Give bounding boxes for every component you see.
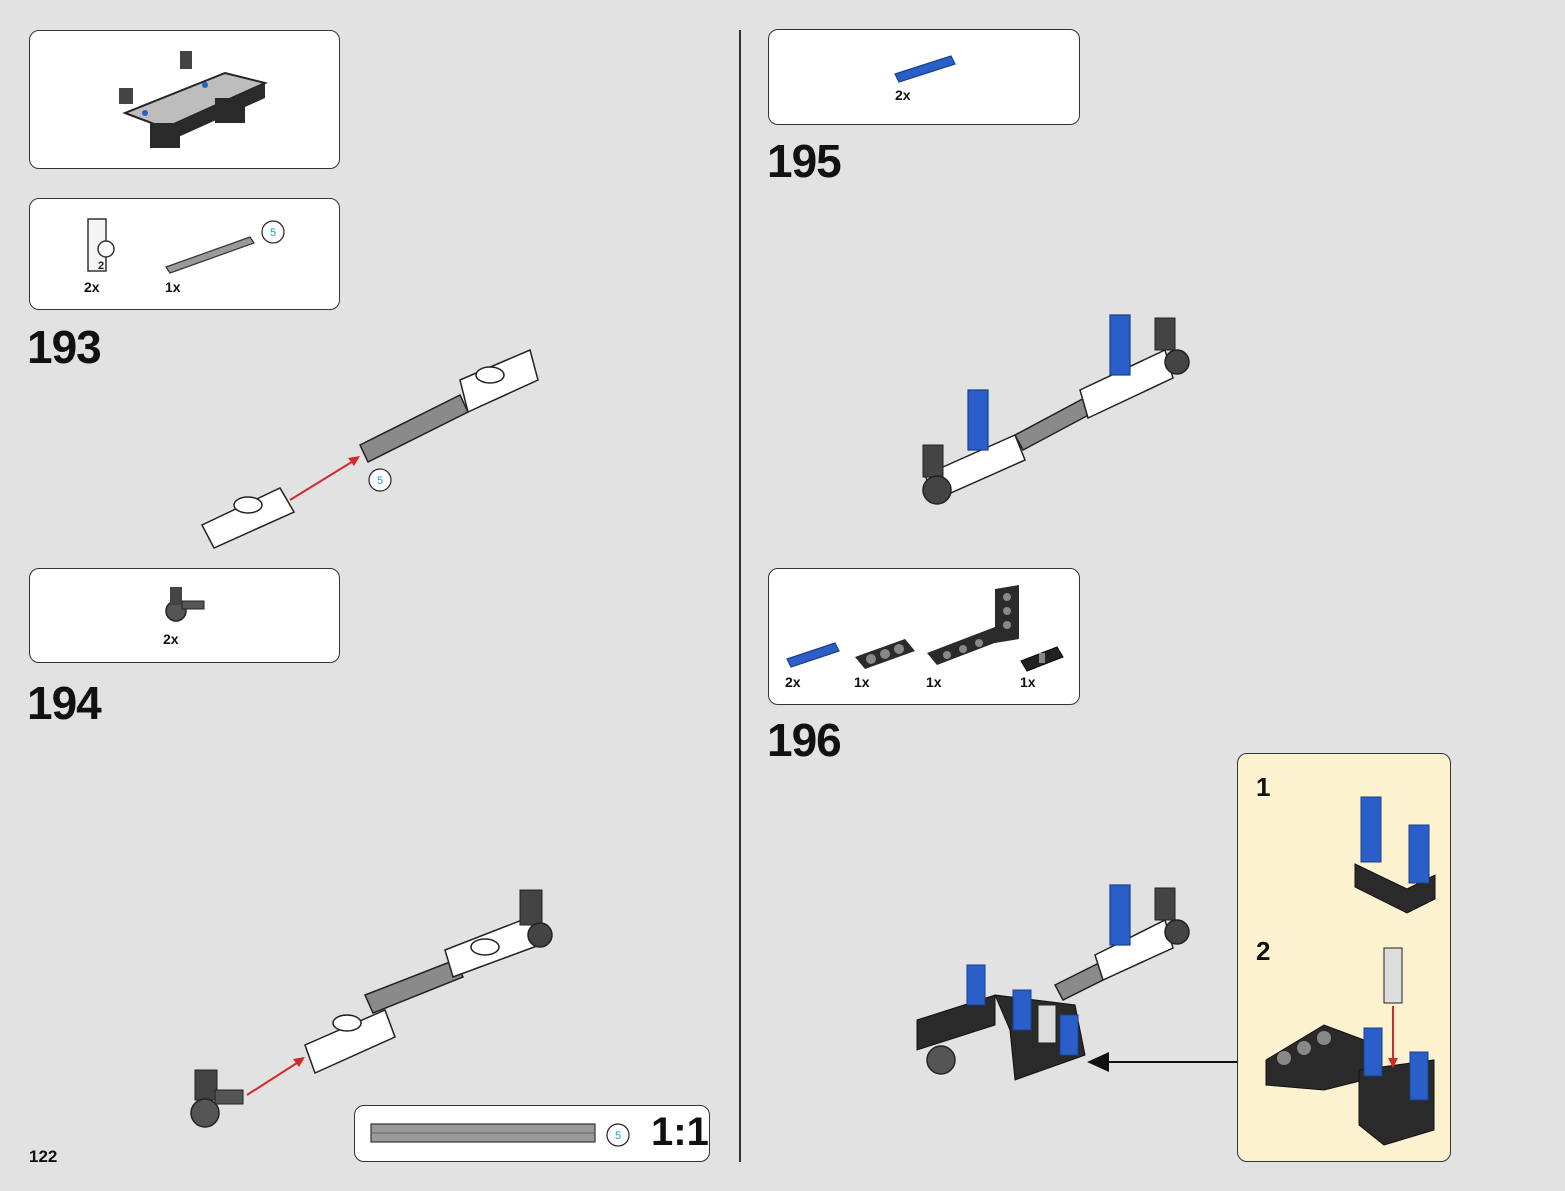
part-qty: 1x <box>1020 674 1036 690</box>
axle-5-ruler-icon <box>370 1123 596 1143</box>
step-196-illustration <box>916 884 1190 1081</box>
part-qty: 1x <box>165 279 181 295</box>
page-divider <box>739 30 741 1162</box>
step-193-illustration: 5 <box>200 348 539 549</box>
sub-step-2-illustration <box>1265 947 1435 1146</box>
sub-step-1-illustration <box>1354 796 1436 914</box>
step-number-193: 193 <box>27 321 102 373</box>
callout-arrow <box>1087 1052 1237 1072</box>
axle-connector-icon: 2 <box>87 218 115 272</box>
length-indicator-icon: 5 <box>606 1123 630 1147</box>
scale-ratio: 1:1 <box>651 1110 709 1154</box>
length-label: 5 <box>270 227 276 239</box>
part-qty: 2x <box>785 674 801 690</box>
parts-list-step-195: 2x <box>768 29 1080 125</box>
part-qty: 2x <box>895 87 911 103</box>
part-qty: 2x <box>84 279 100 295</box>
subassembly-callout: 1 2 <box>1237 753 1451 1162</box>
part-qty: 1x <box>926 674 942 690</box>
part-qty: 1x <box>854 674 870 690</box>
black-pin-icon <box>1020 646 1064 672</box>
step-number-195: 195 <box>767 135 842 187</box>
length-callout: 5 <box>377 475 383 487</box>
step-194-illustration <box>190 889 553 1128</box>
part-qty: 2x <box>163 631 179 647</box>
scale-ruler-box: 5 1:1 <box>354 1105 710 1162</box>
parts-list-step-193: 2 2x 5 1x <box>29 198 340 310</box>
parts-list-step-196: 2x 1x 1x 1x <box>768 568 1080 705</box>
sub-step-1-number: 1 <box>1256 772 1271 802</box>
axle-pin-connector-icon <box>165 587 205 622</box>
blue-long-pin-icon <box>786 642 840 668</box>
previous-result-box <box>29 30 340 169</box>
length-indicator-icon: 5 <box>261 220 285 244</box>
step-number-194: 194 <box>27 677 102 729</box>
page-number: 122 <box>29 1147 58 1166</box>
axle-5-icon <box>165 236 255 274</box>
parts-list-step-194: 2x <box>29 568 340 663</box>
blue-long-pin-icon <box>894 55 956 83</box>
step-number-196: 196 <box>767 714 842 766</box>
svg-text:2: 2 <box>98 260 104 272</box>
l-beam-icon <box>927 585 1019 665</box>
ruler-length-label: 5 <box>615 1130 621 1142</box>
step-195-illustration <box>922 314 1190 505</box>
sub-step-2-number: 2 <box>1256 936 1271 966</box>
assembly-preview-icon <box>119 51 269 148</box>
beam-3-icon <box>855 639 915 669</box>
